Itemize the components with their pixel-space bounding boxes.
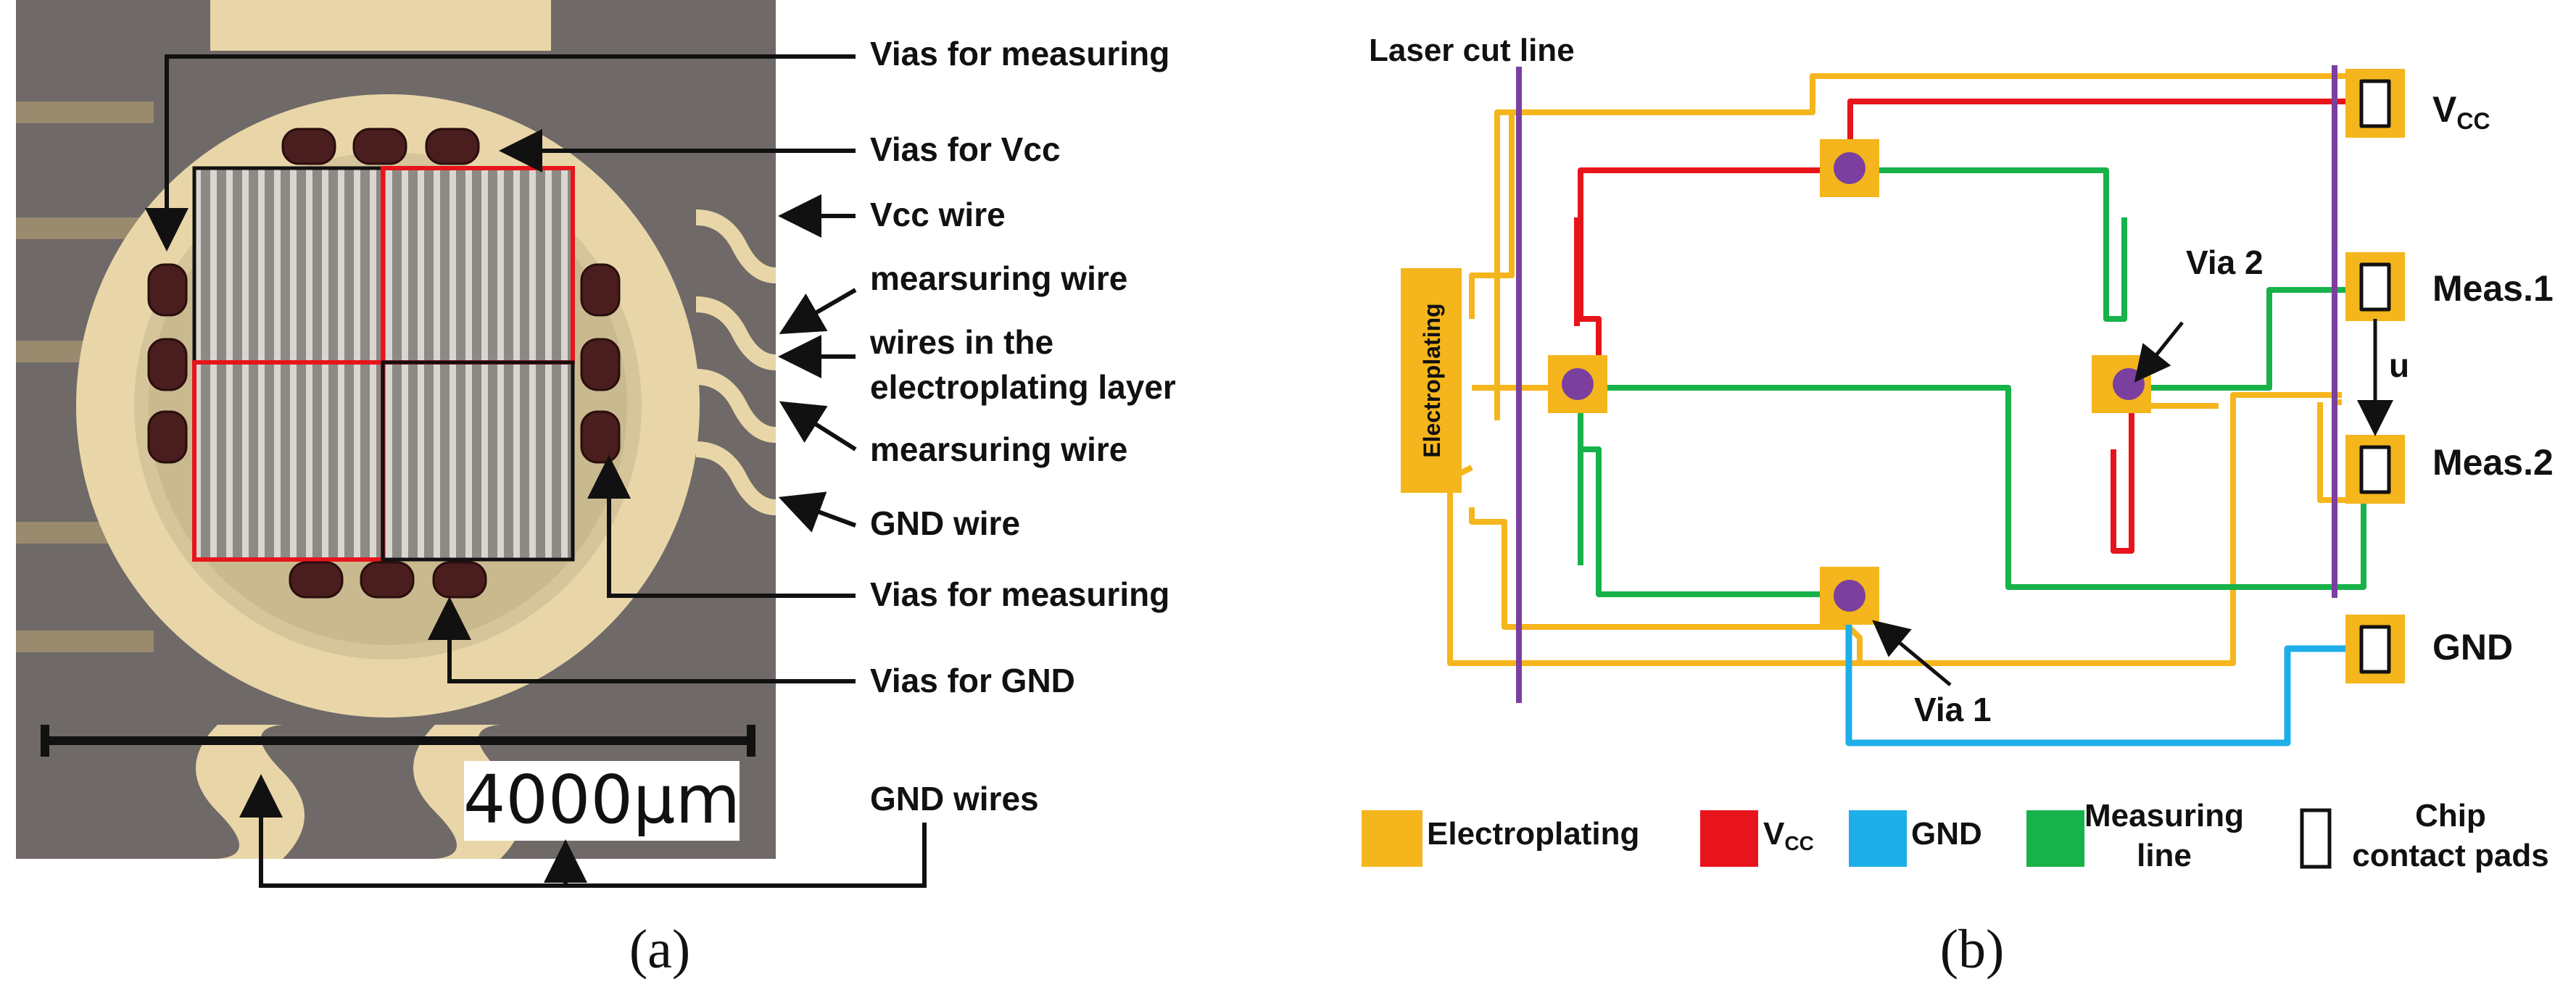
legend-swatch-vcc [1700, 810, 1758, 867]
legend-swatch-gnd [1849, 810, 1907, 867]
legend-measuring-2: line [2137, 838, 2192, 873]
electroplating-block [1401, 268, 1462, 493]
legend-electroplating: Electroplating [1427, 816, 1639, 852]
pad-gnd-label: GND [2432, 627, 2513, 667]
electroplating-block-label: Electroplating [1419, 303, 1445, 457]
label-measuring-wire-2: mearsuring wire [870, 430, 1127, 468]
legend: Electroplating VCC GND Measuring line Ch… [1362, 798, 2549, 873]
legend-vcc: VCC [1763, 816, 1814, 854]
label-vias-gnd: Vias for GND [870, 662, 1075, 699]
legend-chip-1: Chip [2415, 798, 2486, 833]
u-label: u [2389, 346, 2409, 384]
laser-cut-label: Laser cut line [1369, 33, 1575, 68]
label-vias-measuring-bottom: Vias for measuring [870, 575, 1169, 613]
panel-a-annotations [145, 54, 927, 888]
scale-bar-label: 4000µm [463, 761, 740, 839]
legend-swatch-measuring [2026, 810, 2084, 867]
label-wires-electroplating-1: wires in the [869, 323, 1053, 361]
via2-label: Via 2 [2186, 244, 2264, 281]
panel-a-photo: 4000µm [16, 0, 776, 859]
via-pads [1548, 139, 2151, 625]
caption-b: (b) [1940, 919, 2005, 980]
chip-pads [2345, 69, 2405, 683]
gnd-line [1845, 616, 2367, 746]
label-wires-electroplating-2: electroplating layer [870, 368, 1176, 406]
label-vias-vcc: Vias for Vcc [870, 130, 1061, 168]
legend-gnd: GND [1911, 816, 1982, 852]
label-vcc-wire: Vcc wire [870, 196, 1006, 233]
pad-meas1-label: Meas.1 [2432, 268, 2554, 309]
pad-vcc-label: VCC [2432, 89, 2490, 134]
legend-chip-2: contact pads [2352, 838, 2548, 873]
label-vias-measuring-top: Vias for measuring [870, 35, 1169, 72]
legend-swatch-electroplating [1362, 810, 1422, 867]
label-measuring-wire-1: mearsuring wire [870, 259, 1127, 297]
caption-a: (a) [629, 919, 690, 980]
panel-b-labels: Laser cut line Electroplating Via 2 Via … [1369, 33, 2554, 728]
panel-a-labels: Vias for measuring Vias for Vcc Vcc wire… [869, 35, 1176, 818]
legend-swatch-chip-pad [2300, 808, 2332, 869]
pad-meas2-label: Meas.2 [2432, 442, 2554, 483]
label-gnd-wires: GND wires [870, 780, 1039, 818]
label-gnd-wire: GND wire [870, 504, 1020, 542]
via1-label: Via 1 [1914, 691, 1992, 728]
legend-measuring-1: Measuring [2084, 798, 2244, 833]
via-dots [1562, 152, 2145, 612]
panel-b-schematic [1401, 65, 2405, 746]
measuring-lines [1578, 167, 2366, 597]
